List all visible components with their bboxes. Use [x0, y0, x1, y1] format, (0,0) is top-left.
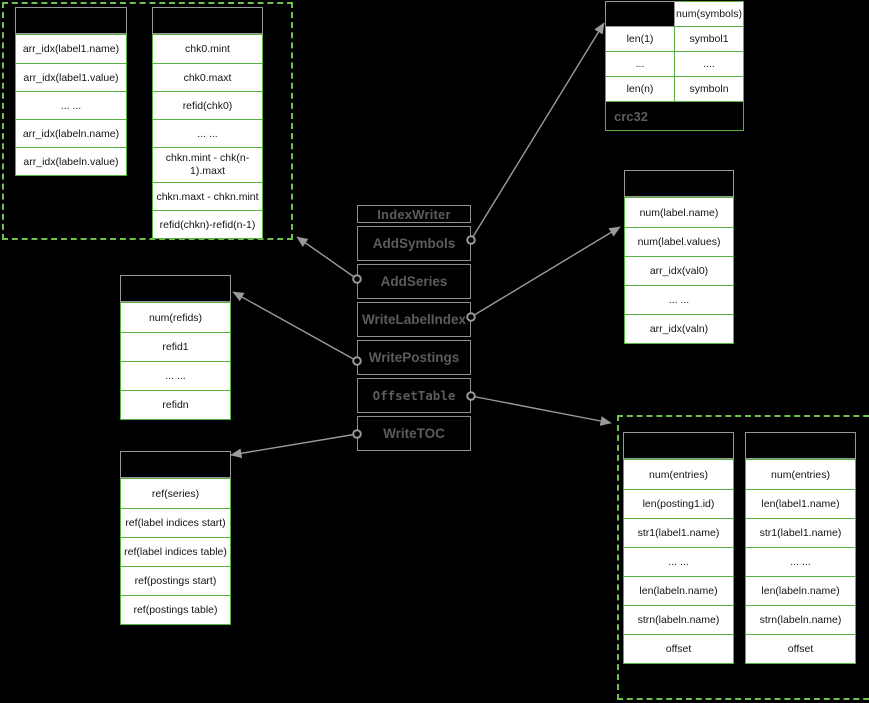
table-row: len(labeln.name) [624, 576, 733, 605]
table-header [152, 7, 263, 34]
table-row: ... ... [746, 547, 855, 576]
table-row: arr_idx(label1.name) [22, 43, 120, 55]
table-row: num(label.values) [625, 227, 733, 256]
table-cell: ... [605, 51, 675, 77]
postings-list-table: num(refids) refid1... ...refidn [120, 275, 231, 420]
table-row: num(label.name) [639, 206, 719, 219]
table-header [624, 170, 734, 197]
arrow-addsymbols-to-symbols-table [466, 22, 605, 245]
table-row: str1(label1.name) [624, 518, 733, 547]
arrow-writepostings-to-postings-list-table [232, 291, 362, 366]
table-row: refidn [121, 390, 230, 419]
table-body: arr_idx(label1.name) arr_idx(label1.value… [15, 34, 127, 176]
table-row: ... .... [605, 51, 744, 77]
table-row: ... ... [16, 91, 126, 119]
table-row: ref(postings table) [121, 595, 230, 624]
table-cell: symbol1 [674, 26, 744, 52]
table-row: len(posting1.id) [624, 489, 733, 518]
table-row: len(1) symbol1 [605, 26, 744, 52]
postings-offset-table: num(entries) len(posting1.id)str1(label1.… [623, 432, 734, 664]
table-row: ref(label indices start) [121, 508, 230, 537]
method-writetoc: WriteTOC [357, 416, 471, 451]
label-index-table: num(label.name)num(label.values)arr_idx(… [624, 170, 734, 344]
table-row: arr_idx(val0) [625, 256, 733, 285]
index-writer-box: IndexWriter AddSymbols AddSeries WriteLa… [357, 205, 471, 451]
crc32-footer-cell: crc32 [605, 101, 744, 131]
table-header [15, 7, 127, 34]
table-row: arr_idx(valn) [625, 314, 733, 343]
table-row: arr_idx(labeln.name) [16, 119, 126, 147]
table-row: refid1 [121, 332, 230, 361]
table-row: ref(label indices table) [121, 537, 230, 566]
method-addsymbols: AddSymbols [357, 226, 471, 261]
table-header [120, 451, 231, 478]
table-header [745, 432, 856, 459]
table-row: arr_idx(labeln.value) [16, 147, 126, 175]
table-body: num(refids) refid1... ...refidn [120, 302, 231, 420]
table-body: ref(series) ref(label indices start)ref(l… [120, 478, 231, 625]
table-row: arr_idx(label1.value) [16, 63, 126, 91]
table-cell: num(symbols) [674, 1, 744, 27]
table-row: str1(label1.name) [746, 518, 855, 547]
table-cell: .... [674, 51, 744, 77]
arrow-writelabelindex-to-label-index-table [466, 226, 621, 322]
method-addseries: AddSeries [357, 264, 471, 299]
table-row: num(entries) [771, 468, 830, 481]
toc-table: ref(series) ref(label indices start)ref(l… [120, 451, 231, 625]
method-offsettable: OffsetTable [357, 378, 471, 413]
table-row: num(refids) [148, 311, 203, 324]
table-row: len(labeln.name) [746, 576, 855, 605]
table-row: len(label1.name) [746, 489, 855, 518]
table-row: chk0.mint [185, 43, 230, 55]
offset-tables-group [617, 415, 869, 700]
table-header [120, 275, 231, 302]
table-body: num(entries) len(label1.name)str1(label1.… [745, 459, 856, 664]
table-row: strn(labeln.name) [746, 605, 855, 634]
symbols-header-cell [605, 1, 675, 27]
index-writer-title: IndexWriter [357, 205, 471, 223]
series-labels-table: arr_idx(label1.name) arr_idx(label1.value… [15, 7, 127, 176]
table-row: len(n) symboln [605, 76, 744, 102]
label-offset-table: num(entries) len(label1.name)str1(label1.… [745, 432, 856, 664]
method-writelabelindex: WriteLabelIndex [357, 302, 471, 337]
table-cell: len(n) [605, 76, 675, 102]
table-row: refid(chk0) [153, 91, 262, 119]
table-row: ... ... [624, 547, 733, 576]
method-writepostings: WritePostings [357, 340, 471, 375]
table-row: ref(postings start) [121, 566, 230, 595]
arrow-writetoc-to-toc-table [230, 429, 362, 459]
table-row: chkn.mint - chk(n-1).maxt [153, 147, 262, 182]
table-body: num(label.name)num(label.values)arr_idx(… [624, 197, 734, 344]
table-row: strn(labeln.name) [624, 605, 733, 634]
table-row: ... ... [121, 361, 230, 390]
table-row: ... ... [625, 285, 733, 314]
table-row: refid(chkn)-refid(n-1) [153, 210, 262, 238]
arrow-addseries-to-series-group [296, 236, 362, 284]
table-row: crc32 [605, 101, 744, 131]
table-row: offset [624, 634, 733, 663]
table-row: num(symbols) [605, 1, 744, 27]
table-row: num(entries) [649, 468, 708, 481]
table-cell: symboln [674, 76, 744, 102]
table-row: chkn.maxt - chkn.mint [153, 182, 262, 210]
symbols-table: num(symbols) len(1) symbol1 ... .... len… [605, 1, 744, 131]
table-row: offset [746, 634, 855, 663]
table-row: ... ... [153, 119, 262, 147]
series-entry-group [2, 2, 293, 240]
table-cell: len(1) [605, 26, 675, 52]
arrow-offsettable-to-offset-group [466, 391, 612, 426]
table-body: num(entries) len(posting1.id)str1(label1.… [623, 459, 734, 664]
table-row: ref(series) [151, 487, 200, 500]
table-row: chk0.maxt [153, 63, 262, 91]
table-header [623, 432, 734, 459]
